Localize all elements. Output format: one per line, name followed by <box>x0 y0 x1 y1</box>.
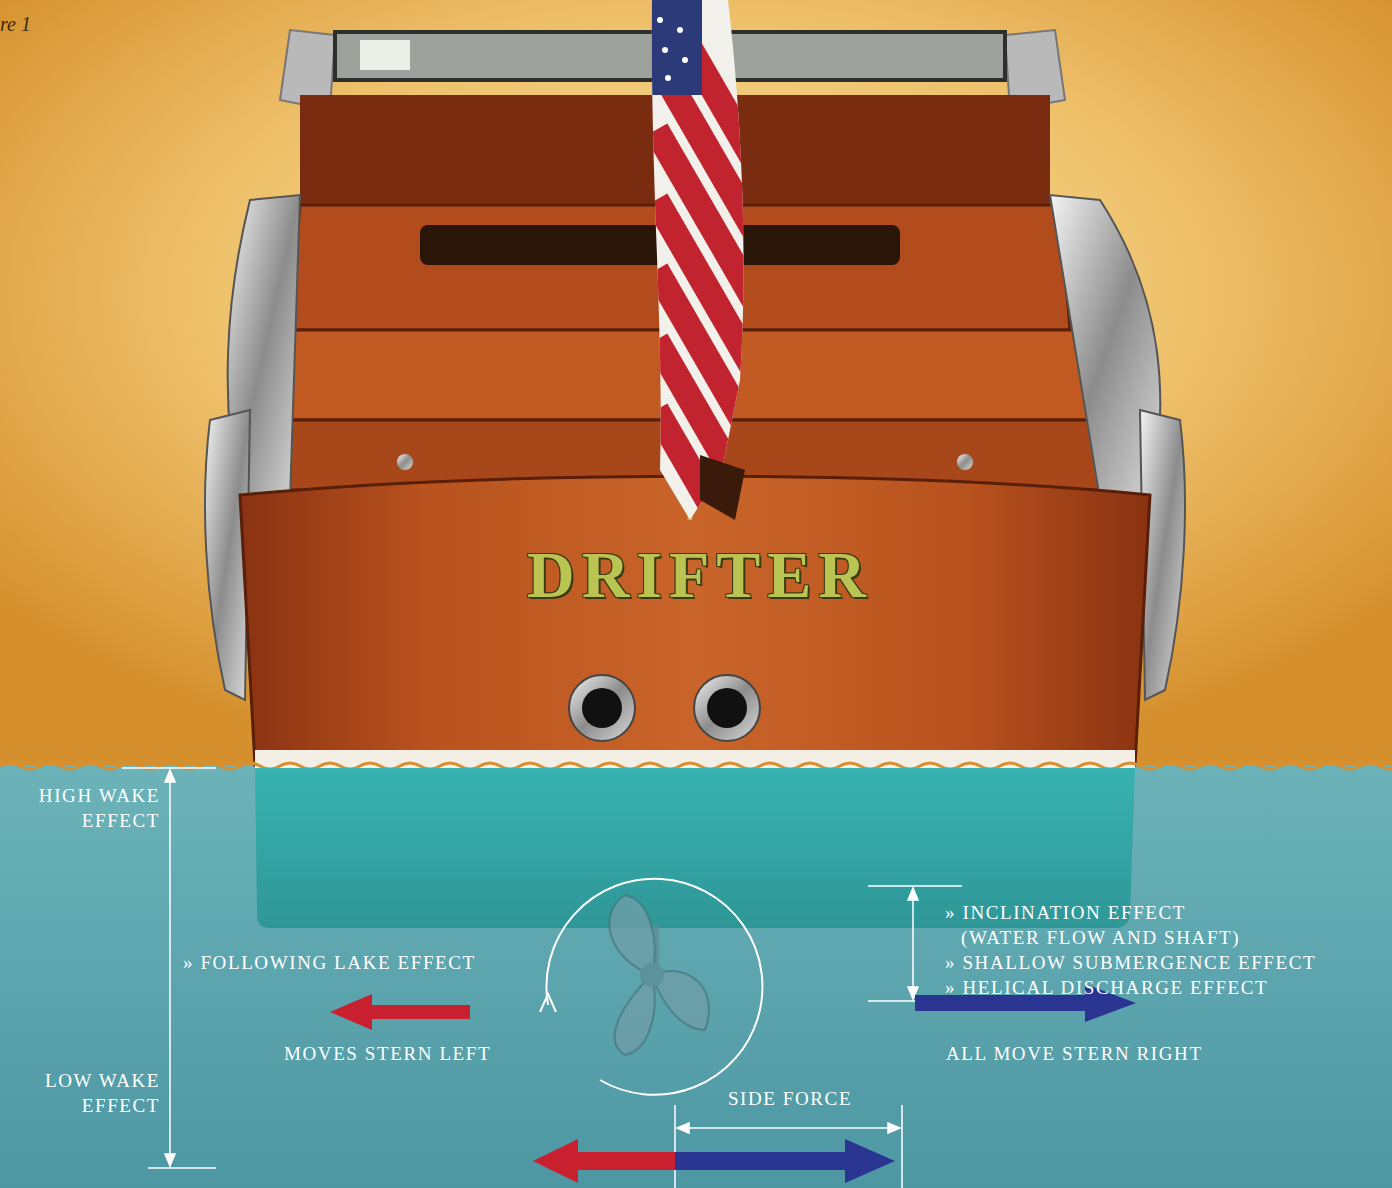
flag <box>640 0 777 607</box>
direction-label: MOVES STERN LEFT <box>284 1041 564 1066</box>
side-force-dimension <box>675 1105 902 1188</box>
propeller <box>609 895 709 1055</box>
left-force-arrow <box>330 994 470 1030</box>
exhaust-pipes <box>569 675 760 741</box>
transom <box>240 476 1150 765</box>
water <box>0 765 1392 1188</box>
effect-label: » FOLLOWING LAKE EFFECT <box>183 950 563 975</box>
effect-label: » HELICAL DISCHARGE EFFECT <box>945 975 1392 1000</box>
net-right-arrow <box>675 1139 895 1183</box>
figure-number: re 1 <box>0 12 80 37</box>
direction-label: ALL MOVE STERN RIGHT <box>946 1041 1346 1066</box>
effect-label: » INCLINATION EFFECT (WATER FLOW AND SHA… <box>945 900 1271 950</box>
dimension-label: SIDE FORCE <box>690 1086 890 1111</box>
wake-label: HIGH WAKE EFFECT <box>0 783 160 833</box>
effect-label: » SHALLOW SUBMERGENCE EFFECT <box>945 950 1392 975</box>
net-left-arrow <box>533 1139 675 1183</box>
boat-name: DRIFTER <box>400 540 1000 610</box>
rotation-arrow <box>540 879 762 1095</box>
wake-label: LOW WAKE EFFECT <box>0 1068 160 1118</box>
background <box>0 0 1392 770</box>
